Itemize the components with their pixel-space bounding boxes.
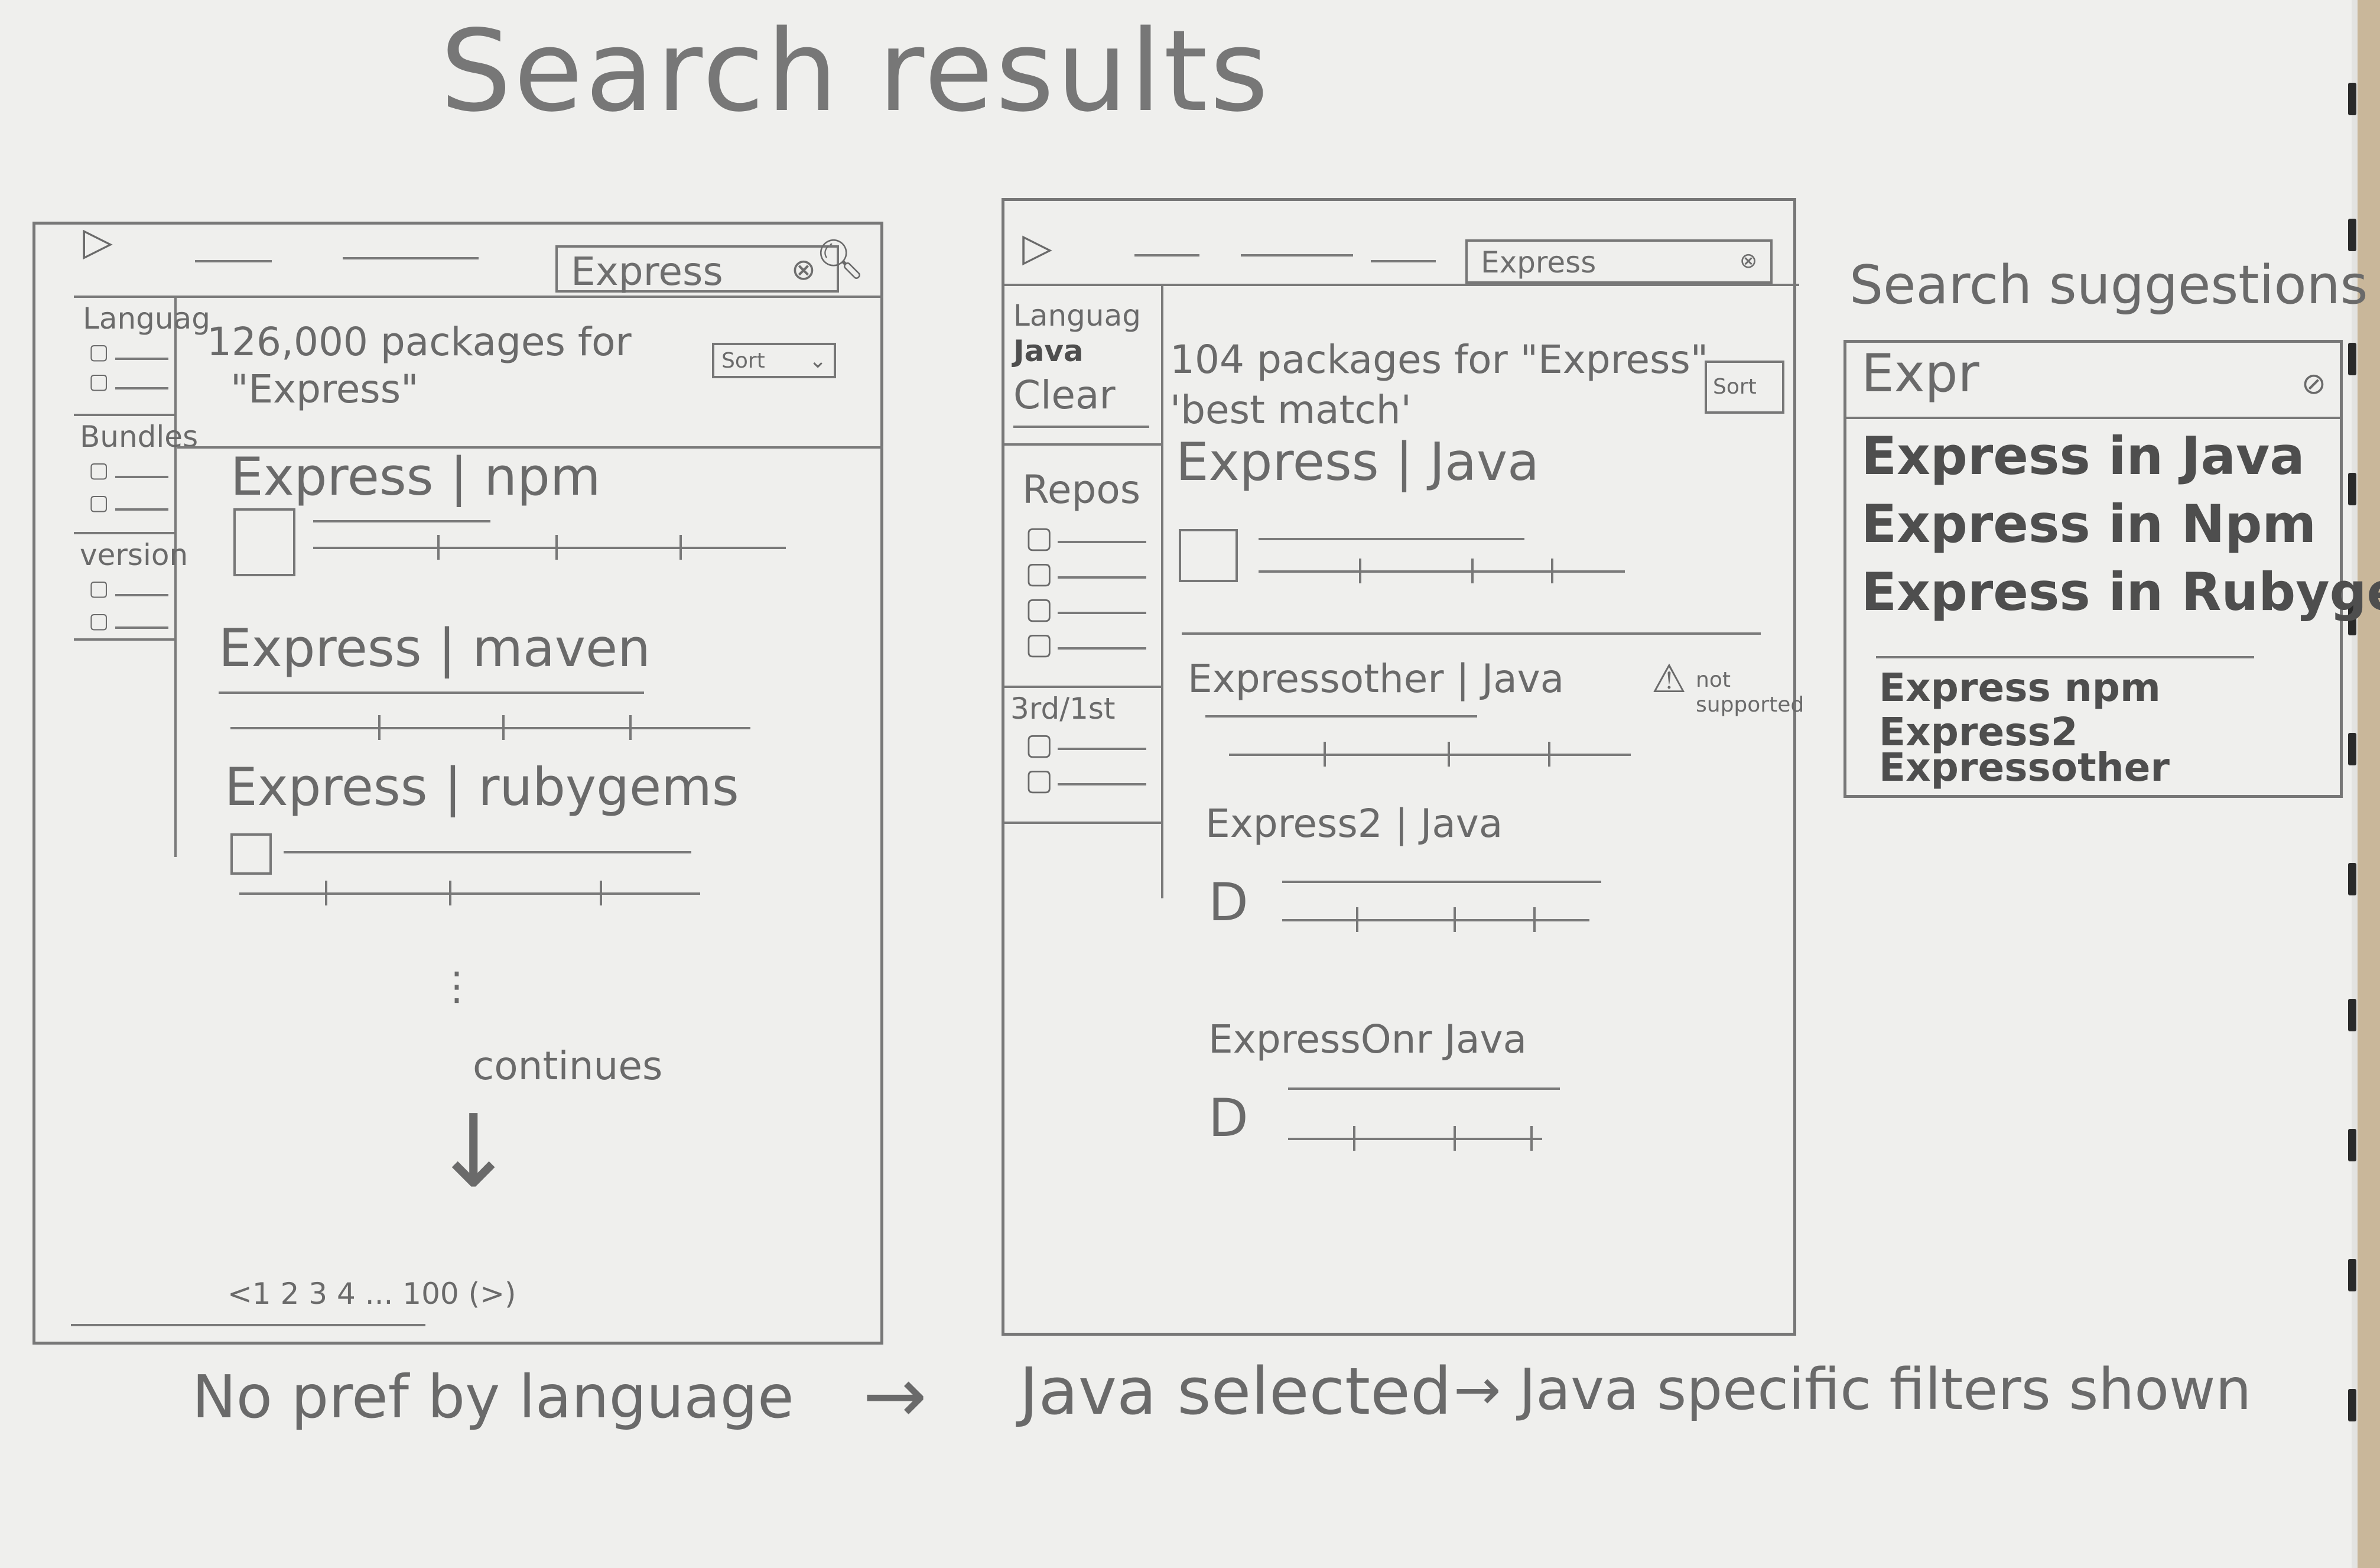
pagination[interactable]: <1 2 3 4 ... 100 (>) <box>227 1277 516 1311</box>
checkbox-icon[interactable]: ▢ <box>1025 520 1054 554</box>
checkbox-icon[interactable]: ▢ <box>1025 727 1054 761</box>
sort-label: Sort <box>1713 375 1757 399</box>
filter-heading-language: Languag <box>1013 298 1141 333</box>
suggestion-item[interactable]: Express2 <box>1879 709 2078 755</box>
binding-ring <box>2348 863 2356 895</box>
page-title: Search results <box>440 6 1271 137</box>
filter-heading-repos: Repos <box>1022 467 1141 512</box>
warning-icon: ⚠ <box>1651 656 1687 702</box>
checkbox-icon[interactable]: ▢ <box>89 576 109 600</box>
suggestion-item[interactable]: Express in Npm <box>1861 494 2317 554</box>
suggestion-item[interactable]: Express in Rubygems <box>1861 561 2380 622</box>
filter-heading-build: Bundles <box>80 420 199 454</box>
binding-ring <box>2348 999 2356 1031</box>
filter-heading-language: Languag <box>83 301 210 336</box>
unsupported-warning: not supported <box>1696 668 1804 717</box>
continues-label: continues <box>473 1043 663 1089</box>
suggestion-item[interactable]: Express in Java <box>1861 426 2305 486</box>
result-title[interactable]: Express | rubygems <box>225 757 739 817</box>
checkbox-icon[interactable]: ▢ <box>89 369 109 394</box>
result-query: "Express" <box>230 366 419 412</box>
binding-ring <box>2348 219 2356 251</box>
package-thumbnail <box>233 508 295 576</box>
checkbox-icon[interactable]: ▢ <box>89 491 109 515</box>
sort-dropdown[interactable]: Sort ⌄ <box>712 343 836 378</box>
binding-ring <box>2348 1259 2356 1291</box>
binding-ring <box>2348 603 2356 635</box>
binding-ring <box>2348 733 2356 765</box>
checkbox-icon[interactable]: ▢ <box>89 458 109 482</box>
chevron-down-icon: ⌄ <box>809 349 827 373</box>
result-count: 126,000 packages for <box>207 319 632 365</box>
package-thumbnail: D <box>1208 872 1248 933</box>
binding-ring <box>2348 473 2356 505</box>
search-value: Express <box>571 249 723 294</box>
filter-heading-party: 3rd/1st <box>1010 692 1116 726</box>
checkbox-icon[interactable]: ▢ <box>1025 556 1054 590</box>
arrow-right-icon: → <box>863 1351 927 1440</box>
sort-dropdown[interactable]: Sort <box>1705 361 1784 414</box>
binding-ring <box>2348 1129 2356 1161</box>
suggestion-item[interactable]: Expressother <box>1879 745 2170 790</box>
selected-language[interactable]: Java <box>1013 334 1084 368</box>
search-input[interactable]: Express ⊗ <box>1465 239 1773 284</box>
search-icon: ⊘ <box>2301 366 2326 401</box>
arrow-down-icon: ↓ <box>431 1093 516 1210</box>
result-title[interactable]: ExpressOnr Java <box>1208 1017 1527 1062</box>
wireframe-2: ▷ Express ⊗ Languag Java Clear Repos ▢ ▢… <box>1002 198 1804 1336</box>
package-thumbnail <box>230 833 272 875</box>
binding-ring <box>2348 343 2356 375</box>
sort-label: Sort <box>721 349 765 373</box>
best-match-label: 'best match' <box>1170 387 1412 433</box>
checkbox-icon[interactable]: ▢ <box>1025 762 1054 797</box>
result-title[interactable]: Expressother | Java <box>1188 656 1565 702</box>
search-input[interactable]: Express ⊗ <box>555 245 839 294</box>
filter-heading-version: version <box>80 538 188 572</box>
caption-no-preference: No pref by language <box>192 1362 794 1431</box>
package-thumbnail <box>1179 529 1238 582</box>
checkbox-icon[interactable]: ▢ <box>1025 591 1054 625</box>
search-icon[interactable]: 🔍︎ <box>815 236 865 282</box>
result-title[interactable]: Express | maven <box>219 618 651 679</box>
logo-play-icon: ▷ <box>1022 225 1052 270</box>
ellipsis-icon: ⋮ <box>437 963 476 1009</box>
logo-play-icon: ▷ <box>83 219 113 264</box>
search-value: Express <box>1481 245 1597 280</box>
suggestion-query: Expr <box>1861 343 1979 404</box>
result-title[interactable]: Express | Java <box>1176 431 1540 492</box>
binding-ring <box>2348 83 2356 115</box>
checkbox-icon[interactable]: ▢ <box>1025 626 1054 661</box>
clear-icon[interactable]: ⊗ <box>791 252 816 287</box>
wireframe-1: ▷ Express ⊗ 🔍︎ Languag ▢ ▢ Bundles ▢ ▢ v… <box>32 219 883 1345</box>
suggestions-dropdown: Expr ⊘ Express in Java Express in Npm Ex… <box>1843 340 2380 798</box>
binding-ring <box>2348 1389 2356 1421</box>
checkbox-icon[interactable]: ▢ <box>89 340 109 364</box>
result-count: 104 packages for "Express" <box>1170 337 1709 382</box>
suggestion-item[interactable]: Express npm <box>1879 665 2161 710</box>
result-title[interactable]: Express2 | Java <box>1205 801 1503 846</box>
suggestions-heading: Search suggestions <box>1849 254 2368 316</box>
search-icon[interactable]: ⊗ <box>1740 249 1758 273</box>
notebook-binding <box>2352 0 2358 1568</box>
checkbox-icon[interactable]: ▢ <box>89 609 109 633</box>
caption-java-selected: Java selected <box>1019 1353 1452 1429</box>
caption-java-filters: → Java specific filters shown <box>1454 1356 2252 1423</box>
clear-filter-link[interactable]: Clear <box>1013 372 1116 418</box>
package-thumbnail: D <box>1208 1087 1248 1148</box>
result-title[interactable]: Express | npm <box>230 446 601 507</box>
